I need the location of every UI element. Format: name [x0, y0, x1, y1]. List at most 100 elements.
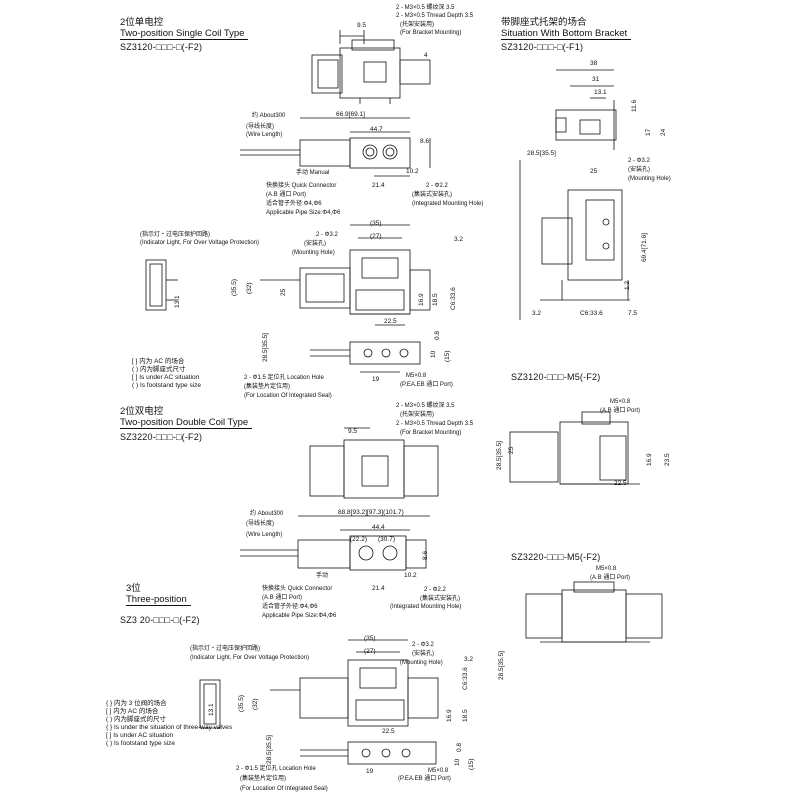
three-notes: { } 内为 3 位阀的场合 [ ] 内为 AC 的场合 ( ) 内为脚座式的尺…	[106, 700, 232, 748]
dim-35-5: (35.5)	[231, 279, 238, 296]
dim-22-5: 22.5	[384, 318, 397, 325]
note-ac-cn: [ ] 内为 AC 的场合	[132, 358, 185, 365]
m5s-dim-23-5: 23.5	[664, 453, 671, 466]
dim-44-7: 44.7	[370, 126, 383, 133]
m5d-dim-28-5: 28.5[35.5]	[498, 651, 505, 680]
single-notes: [ ] 内为 AC 的场合 ( ) 内为脚座式尺寸 [ ] Is under A…	[132, 358, 201, 390]
wire-about-label: 约 About300	[252, 113, 286, 119]
bracket-dim-69-4: 69.4[71.6]	[641, 233, 648, 262]
dim-27: (27)	[370, 233, 382, 240]
dc-dim-30-7: (30.7)	[378, 536, 395, 543]
single-side-small	[145, 259, 178, 311]
dc-wire-about: 约 About300	[250, 511, 284, 517]
dim-10: 10	[430, 350, 437, 358]
bracket-mount-en: (Mounting Hole)	[628, 176, 671, 182]
m5s-dim-25: 25	[508, 446, 515, 454]
bracket-top-view	[555, 69, 617, 150]
bracket-dim-28-5: 28.5[35.5]	[527, 150, 556, 157]
bracket-model: SZ3120-□□□-□(-F1)	[501, 42, 584, 52]
tp-mount-en: (Mounting Hole)	[400, 660, 443, 666]
int-mount-hole-en: (Integrated Mounting Hole)	[412, 201, 484, 207]
dim-18-5: 18.5	[432, 293, 439, 306]
thread-label-cn: 2 - M3×0.5 螺纹深 3.5	[396, 5, 455, 11]
m5-single-view	[509, 411, 640, 485]
dc-bracket-en: (For Bracket Mounting)	[400, 430, 462, 436]
tp-note-foot-cn: ( ) 内为脚座式的尺寸	[106, 716, 166, 723]
single-top-view	[311, 30, 431, 104]
m5d-thread: M5×0.8	[596, 566, 617, 572]
int-mount-hole-cn: (集装式安装孔)	[412, 192, 452, 198]
tp-loc-en: (For Location Of Integrated Seal)	[240, 786, 328, 792]
tp-loc-hole: 2 - Φ1.5 定位孔 Location Hole	[236, 766, 316, 772]
m5-double-view	[525, 581, 663, 643]
dc-wire-len-cn: (导线长度)	[246, 521, 274, 527]
mount-hole-cn: (安装孔)	[304, 241, 326, 247]
m5s-dim-28-5: 28.5[35.5]	[496, 441, 503, 470]
tp-pea-port: (P.EA.EB 通口 Port)	[398, 776, 451, 782]
three-position-heading: 3位 Three-position	[126, 583, 191, 606]
double-coil-title-en: Two-position Double Coil Type	[120, 417, 253, 429]
three-position-model: SZ3 20-□□□-□(-F2)	[120, 615, 200, 625]
dim-8-6: 8.6	[420, 138, 430, 145]
bracket-heading: 带脚座式托架的场合 Situation With Bottom Bracket	[501, 17, 632, 40]
dim-0-8: 0.8	[434, 330, 441, 340]
thread-label-en: 2 - M3×0.5 Thread Depth 3.5	[396, 13, 474, 19]
dc-quick-conn: 快换接头 Quick Connector	[262, 586, 333, 592]
dim-c6-33-6: C6:33.6	[450, 287, 457, 310]
bracket-front-view	[519, 160, 630, 320]
note-foot-en: ( ) Is footstand type size	[132, 382, 202, 389]
tp-indicator-en: (Indicator Light, For Over Voltage Prote…	[190, 655, 310, 661]
bracket-dim-7-5: 7.5	[628, 310, 638, 317]
dim-21-4: 21.4	[372, 182, 385, 189]
tp-dim-35-5: (35.5)	[238, 695, 245, 712]
tp-dim-0-8: 0.8	[456, 742, 463, 752]
single-coil-heading: 2位单电控 Two-position Single Coil Type	[120, 17, 249, 40]
dim-13-1: 13.1	[174, 295, 181, 308]
mount-hole-en: (Mounting Hole)	[292, 250, 335, 256]
bracket-dim-13-1: 13.1	[594, 89, 607, 96]
note-ac-en: [ ] Is under AC situation	[132, 374, 200, 381]
dc-int-hole: 2 - Φ2.2	[424, 587, 446, 593]
manual-label: 手动 Manual	[296, 170, 330, 176]
tp-note-ac-cn: [ ] 内为 AC 的场合	[106, 708, 159, 715]
dim-9-5: 9.5	[357, 22, 367, 29]
tp-indicator-cn: (指示灯・过电压保护回路)	[190, 646, 260, 652]
dim-3-2: 3.2	[454, 236, 464, 243]
tp-mount-size: 2 - Φ3.2	[412, 642, 434, 648]
three-side-small	[199, 679, 221, 729]
dc-pipe-cn: 适合管子外径:Φ4,Φ6	[262, 604, 318, 610]
double-front-view	[240, 515, 430, 571]
int-mount-hole-size: 2 - Φ2.2	[426, 183, 448, 189]
dim-16-9: 16.9	[418, 293, 425, 306]
m5s-thread: M5×0.8	[610, 399, 631, 405]
m5d-ab-port: (A.B 通口 Port)	[590, 575, 631, 581]
bracket-dim-24: 24	[660, 128, 667, 136]
bracket-dim-31: 31	[592, 76, 600, 83]
dim-28-5: 28.5[35.5]	[262, 333, 269, 362]
location-hole-cn: (集装垫片定位用)	[244, 384, 290, 390]
dc-bracket-cn: (托架安装用)	[400, 412, 434, 418]
bracket-mount-cn: (安装孔)	[628, 167, 650, 173]
tp-note-3way-cn: { } 内为 3 位阀的场合	[106, 700, 167, 707]
tp-dim-35: (35)	[364, 635, 376, 642]
tp-dim-18-5: 18.5	[462, 709, 469, 722]
m5-label: M5×0.8	[406, 373, 427, 379]
dc-dim-21-4: 21.4	[372, 585, 385, 592]
single-coil-title-en: Two-position Single Coil Type	[120, 28, 249, 40]
tp-dim-22-5: 22.5	[382, 728, 395, 735]
quick-connector-label: 快换接头 Quick Connector	[266, 183, 337, 189]
bracket-title-cn: 带脚座式托架的场合	[501, 17, 587, 28]
dim-32-paren: (32)	[246, 282, 253, 294]
dc-pipe-en: Applicable Pipe Size:Φ4,Φ6	[262, 613, 337, 619]
three-position-title-en: Three-position	[126, 594, 191, 606]
bracket-dim-3-2: 3.2	[532, 310, 542, 317]
tp-m5: M5×0.8	[428, 768, 449, 774]
mount-hole-size: 2 - Φ3.2	[316, 232, 338, 238]
tp-note-3way-en: { } Is under the situation of three-way …	[106, 724, 233, 731]
pipe-size-cn: 适合管子外径:Φ4,Φ6	[266, 201, 322, 207]
m5-single-model: SZ3120-□□□-M5(-F2)	[511, 372, 601, 382]
single-bottom-view	[310, 341, 421, 373]
dc-dim-22-2: (22.2)	[350, 536, 367, 543]
dc-manual: 手动	[316, 573, 329, 579]
